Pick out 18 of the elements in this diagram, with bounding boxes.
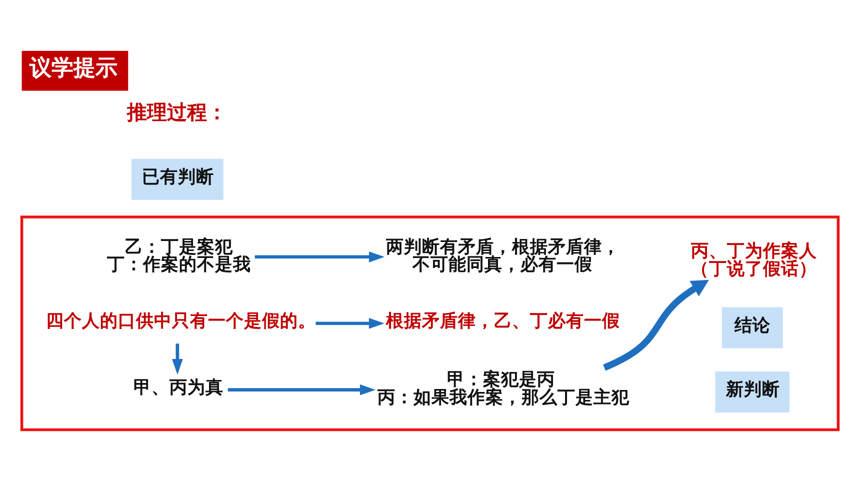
node-text: 根据矛盾律，乙、丁必有一假 xyxy=(386,310,620,331)
arrow xyxy=(228,384,376,395)
node-text: 甲、丙为真 xyxy=(134,377,224,398)
arrow xyxy=(316,317,384,328)
node-text: 甲：案犯是丙 丙：如果我作案，那么丁是主犯 xyxy=(377,370,630,408)
node-text: 乙：丁是案犯 丁：作案的不是我 xyxy=(107,236,252,274)
diagram-title: 议学提示 xyxy=(30,54,118,81)
node-text: 两判断有矛盾，根据矛盾律，不可能同真，必有一假 xyxy=(386,236,620,274)
node-box: 结论 xyxy=(722,306,783,348)
node-text: 四个人的口供中只有一个是假的。 xyxy=(46,310,316,331)
arrow xyxy=(603,279,709,370)
node-box: 新判断 xyxy=(715,371,790,412)
cluster xyxy=(20,215,840,431)
arrow xyxy=(172,343,183,374)
label: 推理过程： xyxy=(127,100,228,124)
arrow xyxy=(254,250,385,262)
node-box: 已有判断 xyxy=(131,158,224,200)
node-text: 丙、丁为作案人 （丁说了假话） xyxy=(690,241,817,279)
